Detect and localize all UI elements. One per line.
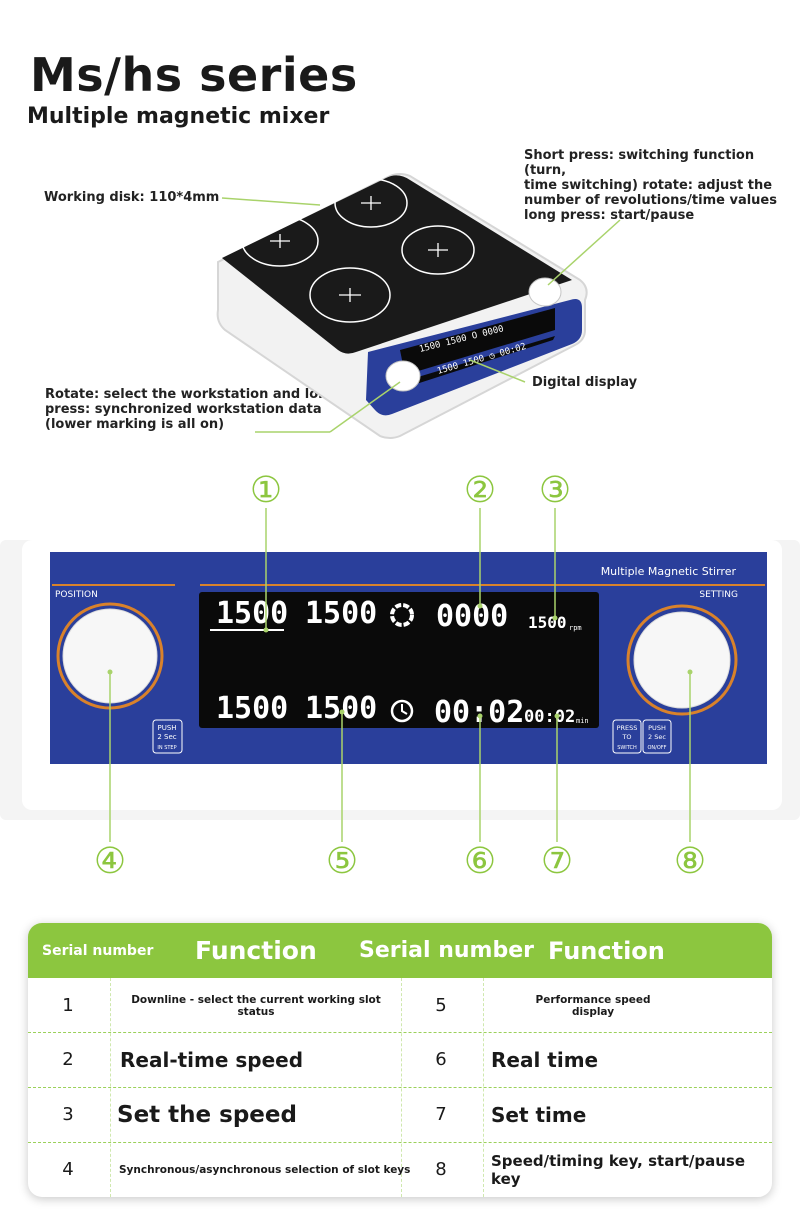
badge-text: PUSH <box>157 724 176 732</box>
function-text: Real time <box>491 1047 599 1072</box>
header-serial-left: Serial number <box>42 942 154 959</box>
device-illustration: 1500 1500 O 0000 1500 1500 ◷ 00:02 <box>216 173 621 439</box>
note-line: Short press: switching function (turn, <box>524 148 755 178</box>
note-line: Rotate: select the workstation and long <box>45 387 337 402</box>
display-set-time: 00:02 <box>524 707 575 727</box>
table-row: 3 Set the speed 7 Set time <box>28 1087 772 1142</box>
note-right-knob: Short press: switching function (turn, t… <box>524 148 794 223</box>
note-digital-display: Digital display <box>532 375 638 390</box>
function-text: Downline - select the current working sl… <box>131 993 381 1018</box>
function-table: Serial number Function Serial number Fun… <box>28 923 772 1197</box>
header-serial-right: Serial number <box>359 938 534 963</box>
min-unit: min <box>576 717 589 725</box>
note-line: long press: start/pause <box>524 208 695 223</box>
serial-number: 2 <box>62 1049 74 1070</box>
serial-number: 8 <box>435 1159 447 1180</box>
marker-7: ⑦ <box>541 841 573 882</box>
serial-number: 3 <box>62 1104 74 1125</box>
badge-text: SWITCH <box>617 745 637 751</box>
display-set-speed: 1500 <box>528 613 567 632</box>
display-realtime-speed: 0000 <box>436 599 508 634</box>
marker-6: ⑥ <box>464 841 496 882</box>
table-row: 2 Real-time speed 6 Real time <box>28 1032 772 1087</box>
function-text: Real-time speed <box>120 1047 304 1072</box>
display-current-slot-speed: 1500 <box>216 596 288 631</box>
marker-1: ① <box>250 470 282 511</box>
control-panel-diagram: Multiple Magnetic Stirrer POSITION SETTI… <box>0 470 800 882</box>
header-function-left: Function <box>195 936 317 965</box>
serial-number: 1 <box>62 995 74 1016</box>
marker-4: ④ <box>94 841 126 882</box>
header-function-right: Function <box>548 936 665 965</box>
badge-text: PRESS <box>617 724 638 732</box>
function-text: Set time <box>491 1102 587 1127</box>
badge-text: 2 Sec <box>157 733 176 741</box>
note-left-knob: Rotate: select the workstation and long … <box>45 387 345 432</box>
display-performance-speed: 1500 <box>305 691 377 726</box>
table-row: 4 Synchronous/asynchronous selection of … <box>28 1142 772 1197</box>
marker-3: ③ <box>539 470 571 511</box>
display-realtime-time: 00:02 <box>434 695 524 730</box>
page-subtitle: Multiple magnetic mixer <box>27 104 330 129</box>
badge-text: 2 Sec <box>648 733 666 741</box>
note-line: number of revolutions/time values <box>524 193 777 208</box>
push-insync-badge <box>152 719 183 754</box>
note-line: time switching) rotate: adjust the <box>524 178 773 193</box>
table-row: 1 Downline - select the current working … <box>28 978 772 1033</box>
serial-number: 5 <box>435 995 447 1016</box>
serial-number: 4 <box>62 1159 74 1180</box>
marker-5: ⑤ <box>326 841 358 882</box>
function-text: Set the speed <box>117 1101 297 1128</box>
press-to-switch-badge <box>612 719 642 754</box>
setting-label: SETTING <box>699 590 738 600</box>
serial-number: 7 <box>435 1104 447 1125</box>
function-text: Speed/timing key, start/pause key <box>491 1151 746 1188</box>
display-slot-speed: 1500 <box>305 596 377 631</box>
lcd-display <box>199 592 599 728</box>
badge-text: IN STEP <box>157 745 176 751</box>
right-knob[interactable] <box>633 611 731 709</box>
display-slot-speed-2: 1500 <box>216 691 288 726</box>
badge-text: ON/OFF <box>647 745 666 751</box>
function-text: Performance speed display <box>535 993 651 1018</box>
clock-icon <box>390 699 414 723</box>
note-line: press: synchronized workstation data <box>45 402 322 417</box>
marker-2: ② <box>464 470 496 511</box>
serial-number: 6 <box>435 1049 447 1070</box>
rpm-unit: rpm <box>569 624 582 632</box>
push-onoff-badge <box>642 719 672 754</box>
badge-text: PUSH <box>648 724 666 732</box>
position-label: POSITION <box>55 590 98 600</box>
table-header: Serial number Function Serial number Fun… <box>28 923 772 978</box>
note-line: (lower marking is all on) <box>45 417 225 432</box>
function-text: Synchronous/asynchronous selection of sl… <box>119 1163 411 1176</box>
panel-brand: Multiple Magnetic Stirrer <box>601 565 737 578</box>
note-working-disk: Working disk: 110*4mm <box>44 190 220 205</box>
marker-8: ⑧ <box>674 841 706 882</box>
page-title: Ms/hs series <box>30 48 358 102</box>
spin-icon <box>390 603 414 627</box>
badge-text: TO <box>621 733 631 741</box>
